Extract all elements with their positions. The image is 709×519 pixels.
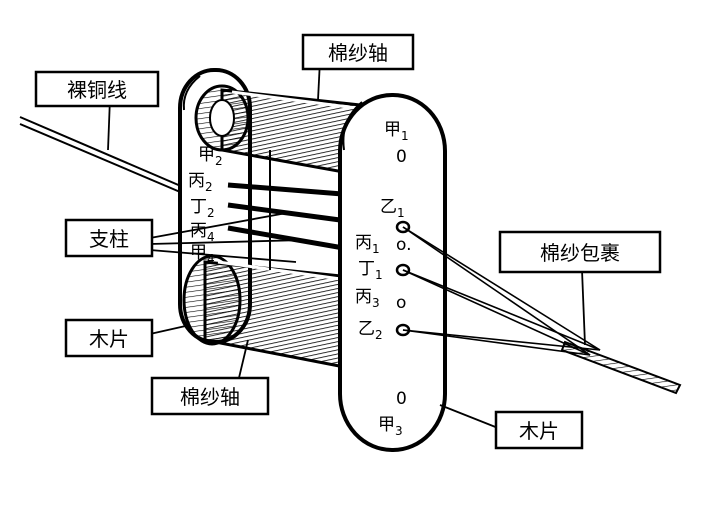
label-wood-left: 木片 [64, 318, 154, 358]
pin-bing2-sub: 2 [205, 180, 213, 194]
pin-yi2-sub: 2 [375, 328, 383, 342]
pin-jia3: 0 甲3 [378, 389, 407, 438]
pin-yi2-main: 乙 [358, 319, 375, 339]
pin-yi1-sub: 1 [397, 206, 405, 220]
pin-jia1: 甲1 0 [384, 120, 409, 167]
leader-lines [107, 59, 586, 429]
svg-text:o.: o. [396, 235, 412, 255]
pin-ding2-main: 丁 [190, 197, 207, 217]
pin-jia4-main: 甲 [190, 243, 207, 263]
svg-text:丁2: 丁2 [190, 197, 215, 220]
pin-jia2-sub: 2 [215, 154, 223, 168]
pin-jia2-main: 甲 [198, 145, 215, 165]
svg-text:甲2: 甲2 [198, 145, 223, 168]
label-top-spool-text: 棉纱轴 [328, 41, 388, 65]
svg-text:甲3: 甲3 [378, 415, 403, 438]
label-wood-left-text: 木片 [89, 327, 129, 351]
label-wrap-text: 棉纱包裹 [540, 241, 620, 265]
svg-text:0: 0 [396, 147, 407, 167]
pin-jia2: 甲2 [198, 145, 223, 168]
label-wood-right-text: 木片 [519, 419, 559, 443]
top-spool [194, 84, 362, 177]
svg-text:0: 0 [396, 389, 407, 409]
svg-text:乙2: 乙2 [358, 319, 383, 342]
cotton-wrap-wires [402, 226, 601, 356]
label-bare-wire-text: 裸铜线 [67, 78, 127, 102]
svg-text:乙1: 乙1 [380, 197, 405, 220]
pin-jia4: 甲4 [190, 243, 215, 266]
svg-text:丁1: 丁1 [358, 259, 383, 282]
pin-bing2-main: 丙 [188, 171, 205, 191]
pin-bing4: 丙4 [190, 221, 215, 244]
pin-jia4-sub: 4 [207, 252, 215, 266]
pin-bing3-main: 丙 [355, 287, 372, 307]
pin-ding1-sub: 1 [375, 268, 383, 282]
svg-text:甲4: 甲4 [190, 243, 215, 266]
svg-text:甲1: 甲1 [384, 120, 409, 143]
label-post: 支柱 [64, 218, 154, 258]
svg-text:丙2: 丙2 [188, 171, 213, 194]
bottom-spool [182, 254, 362, 372]
support-posts [227, 150, 356, 270]
svg-text:丙4: 丙4 [190, 221, 215, 244]
pin-ding1: 丁1 [358, 259, 383, 282]
pin-bing1-main: 丙 [355, 233, 372, 253]
pin-yi1-main: 乙 [380, 197, 397, 217]
label-bottom-spool: 棉纱轴 [150, 376, 270, 416]
svg-text:o: o [396, 293, 406, 313]
pin-jia3-main: 甲 [378, 415, 395, 435]
pin-bing4-main: 丙 [190, 221, 207, 241]
pin-bing3: 丙3 o [355, 287, 406, 313]
pin-jia1-main: 甲 [384, 120, 401, 140]
pin-bing2: 丙2 [188, 171, 213, 194]
pin-bing3-sub: 3 [372, 296, 380, 310]
pin-ding2: 丁2 [190, 197, 215, 220]
label-wrap: 棉纱包裹 [498, 230, 662, 274]
label-bare-wire: 裸铜线 [34, 70, 160, 108]
pin-jia3-sub: 3 [395, 424, 403, 438]
pin-bing1: 丙1 o. [355, 233, 412, 256]
label-wood-right: 木片 [494, 410, 584, 450]
pin-yi1: 乙1 [380, 197, 405, 220]
svg-text:丙3: 丙3 [355, 287, 380, 310]
front-wood-plate [338, 93, 447, 452]
pin-jia1-sub: 1 [401, 129, 409, 143]
label-post-text: 支柱 [89, 227, 129, 251]
svg-text:丙1: 丙1 [355, 233, 380, 256]
pin-bing4-sub: 4 [207, 230, 215, 244]
pin-ding1-main: 丁 [358, 259, 375, 279]
twisted-cable [560, 340, 682, 395]
pin-yi2: 乙2 [358, 319, 383, 342]
pin-bing1-sub: 1 [372, 242, 380, 256]
label-bottom-spool-text: 棉纱轴 [180, 385, 240, 409]
label-top-spool: 棉纱轴 [301, 33, 415, 71]
pin-ding2-sub: 2 [207, 206, 215, 220]
